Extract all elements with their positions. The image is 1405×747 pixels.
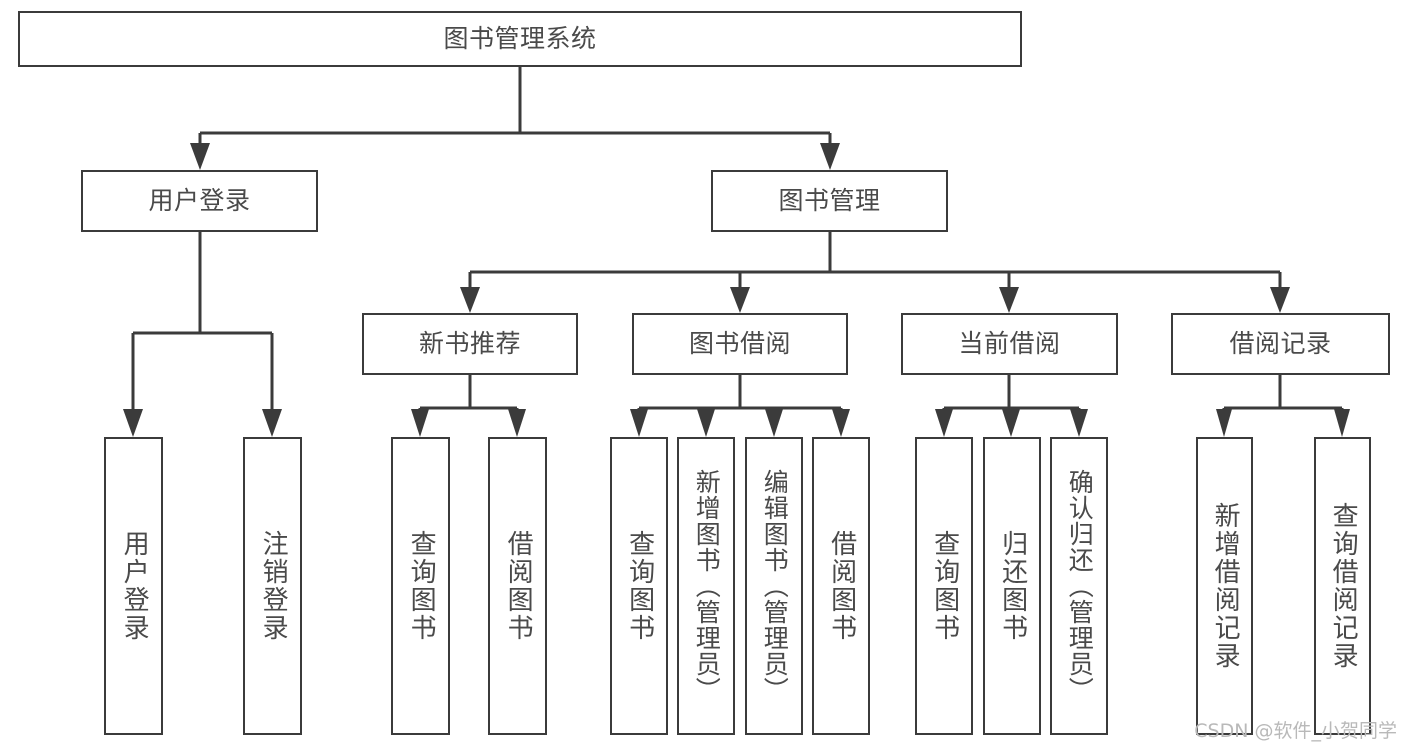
leaf-current-confirm-return-admin[interactable]: 确认归还（管理员） xyxy=(1050,437,1108,735)
leaf-user-login-login[interactable]: 用户登录 xyxy=(104,437,163,735)
node-current-borrowing[interactable]: 当前借阅 xyxy=(901,313,1118,375)
node-book-borrowing[interactable]: 图书借阅 xyxy=(632,313,848,375)
leaf-current-return-book-label: 归还图书 xyxy=(997,530,1028,642)
node-user-login[interactable]: 用户登录 xyxy=(81,170,318,232)
node-new-book-recommendation-label: 新书推荐 xyxy=(418,329,521,359)
node-new-book-recommendation[interactable]: 新书推荐 xyxy=(362,313,578,375)
leaf-new-book-query-label: 查询图书 xyxy=(406,530,437,642)
leaf-new-book-borrow[interactable]: 借阅图书 xyxy=(488,437,547,735)
leaf-current-confirm-return-admin-label: 确认归还（管理员） xyxy=(1065,469,1095,703)
leaf-borrow-borrow-book-label: 借阅图书 xyxy=(826,530,857,642)
leaf-current-query-book-label: 查询图书 xyxy=(929,530,960,642)
node-user-login-label: 用户登录 xyxy=(148,186,251,216)
node-book-management-label: 图书管理 xyxy=(778,186,881,216)
leaf-record-add-record-label: 新增借阅记录 xyxy=(1210,502,1241,670)
leaf-record-add-record[interactable]: 新增借阅记录 xyxy=(1196,437,1253,735)
leaf-new-book-borrow-label: 借阅图书 xyxy=(503,530,534,642)
node-current-borrowing-label: 当前借阅 xyxy=(958,329,1061,359)
node-root-label: 图书管理系统 xyxy=(443,24,597,54)
leaf-borrow-add-book-admin-label: 新增图书（管理员） xyxy=(692,469,722,703)
leaf-user-login-logout[interactable]: 注销登录 xyxy=(243,437,302,735)
leaf-record-query-record[interactable]: 查询借阅记录 xyxy=(1314,437,1371,735)
leaf-record-query-record-label: 查询借阅记录 xyxy=(1328,502,1359,670)
node-borrowing-record-label: 借阅记录 xyxy=(1229,329,1332,359)
leaf-new-book-query[interactable]: 查询图书 xyxy=(391,437,450,735)
node-root-book-management-system[interactable]: 图书管理系统 xyxy=(18,11,1022,67)
node-book-borrowing-label: 图书借阅 xyxy=(688,329,791,359)
leaf-borrow-add-book-admin[interactable]: 新增图书（管理员） xyxy=(677,437,735,735)
leaf-current-query-book[interactable]: 查询图书 xyxy=(915,437,973,735)
leaf-current-return-book[interactable]: 归还图书 xyxy=(983,437,1041,735)
leaf-borrow-query-book-label: 查询图书 xyxy=(624,530,655,642)
node-borrowing-record[interactable]: 借阅记录 xyxy=(1171,313,1390,375)
leaf-user-login-logout-label: 注销登录 xyxy=(258,530,289,642)
leaf-borrow-edit-book-admin-label: 编辑图书（管理员） xyxy=(760,469,790,703)
node-book-management[interactable]: 图书管理 xyxy=(711,170,948,232)
leaf-user-login-login-label: 用户登录 xyxy=(119,530,150,642)
leaf-borrow-edit-book-admin[interactable]: 编辑图书（管理员） xyxy=(745,437,803,735)
leaf-borrow-query-book[interactable]: 查询图书 xyxy=(610,437,668,735)
leaf-borrow-borrow-book[interactable]: 借阅图书 xyxy=(812,437,870,735)
